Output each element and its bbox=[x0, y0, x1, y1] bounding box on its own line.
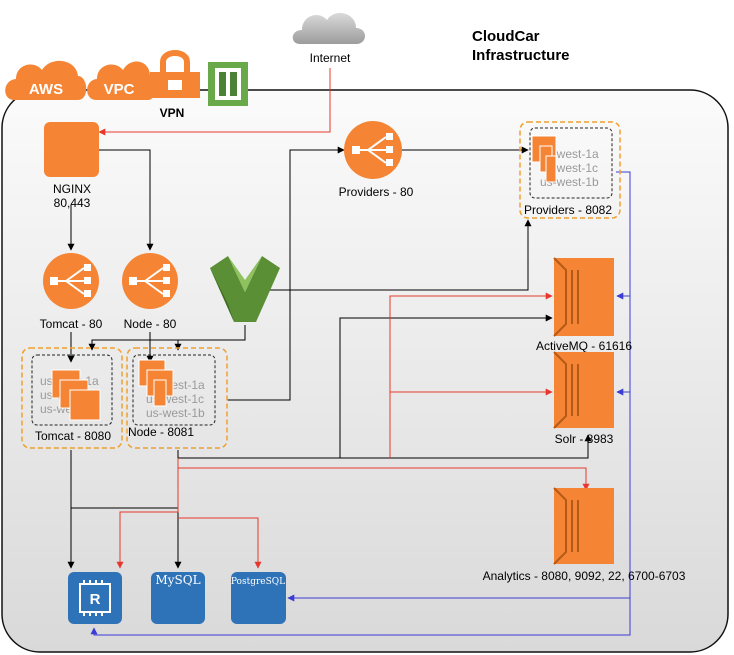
aws-badge-label: AWS bbox=[29, 81, 63, 98]
solr-label: Solr - 8983 bbox=[555, 432, 614, 446]
tomcat-load-balancer-icon bbox=[43, 253, 99, 309]
green-chevron-icon bbox=[210, 256, 280, 322]
node-group-label: Node - 8081 bbox=[128, 425, 194, 439]
nginx-name-label: NGINX bbox=[53, 182, 91, 196]
rds-database-icon bbox=[68, 572, 122, 624]
gateway-icon bbox=[208, 62, 248, 106]
tomcat-group bbox=[21, 347, 123, 449]
internet-label: Internet bbox=[310, 51, 351, 65]
analytics-server-icon bbox=[553, 487, 614, 565]
analytics-label: Analytics - 8080, 9092, 22, 6700-6703 bbox=[483, 569, 686, 583]
activemq-server-icon bbox=[553, 257, 614, 337]
activemq-label: ActiveMQ - 61616 bbox=[536, 339, 632, 353]
link-nginx-node bbox=[99, 149, 154, 251]
providers-az-box bbox=[529, 127, 613, 199]
nginx-icon bbox=[44, 122, 99, 177]
tomcat-az-box bbox=[31, 354, 113, 426]
link-internet-nginx bbox=[98, 68, 331, 136]
link-red-analytics bbox=[177, 458, 590, 491]
node-group bbox=[126, 347, 228, 449]
providers-group-label: Providers - 8082 bbox=[524, 203, 612, 217]
node-zone-3: us-west-1b bbox=[146, 406, 205, 420]
postgresql-database-icon bbox=[231, 572, 286, 624]
node-instances-icon bbox=[138, 359, 174, 407]
vpn-label: VPN bbox=[160, 106, 185, 120]
solr-server-icon bbox=[553, 351, 614, 429]
link-node-activemq bbox=[339, 314, 553, 458]
providers-group bbox=[519, 121, 621, 219]
vpn-lock-icon bbox=[150, 50, 200, 98]
node-lb-label: Node - 80 bbox=[124, 317, 177, 331]
internet-cloud-icon bbox=[292, 13, 365, 44]
node-load-balancer-icon bbox=[122, 253, 178, 309]
providers-lb-label: Providers - 80 bbox=[339, 185, 414, 199]
link-red-postgres bbox=[178, 517, 262, 569]
tomcat-instances-icon bbox=[51, 369, 101, 421]
link-gateway-tomcat bbox=[88, 325, 246, 351]
diagram-title-line1: CloudCar bbox=[472, 28, 540, 45]
vpc-badge-label: VPC bbox=[104, 81, 135, 98]
node-az-box bbox=[132, 354, 216, 426]
vpc-container bbox=[1, 89, 729, 653]
mysql-label: MySQL bbox=[155, 573, 200, 587]
postgresql-label: PostgreSQL bbox=[231, 577, 285, 587]
link-gateway-providers bbox=[260, 219, 532, 291]
link-node-solr bbox=[177, 434, 592, 459]
providers-load-balancer-icon bbox=[344, 121, 402, 179]
aws-cloud-icon bbox=[5, 60, 87, 100]
mysql-database-icon bbox=[151, 572, 205, 624]
vpc-cloud-icon bbox=[87, 61, 156, 100]
tomcat-lb-label: Tomcat - 80 bbox=[40, 317, 103, 331]
link-blue-backbone bbox=[90, 171, 631, 636]
link-red-activemq bbox=[389, 292, 553, 458]
providers-instances-icon bbox=[531, 135, 557, 183]
rds-letter: R bbox=[90, 591, 101, 608]
link-red-rds bbox=[116, 468, 179, 569]
diagram-title-line2: Infrastructure bbox=[472, 47, 570, 64]
link-node-providerslb bbox=[227, 146, 345, 401]
tomcat-group-label: Tomcat - 8080 bbox=[35, 429, 111, 443]
nginx-ports-label: 80,443 bbox=[54, 196, 91, 210]
